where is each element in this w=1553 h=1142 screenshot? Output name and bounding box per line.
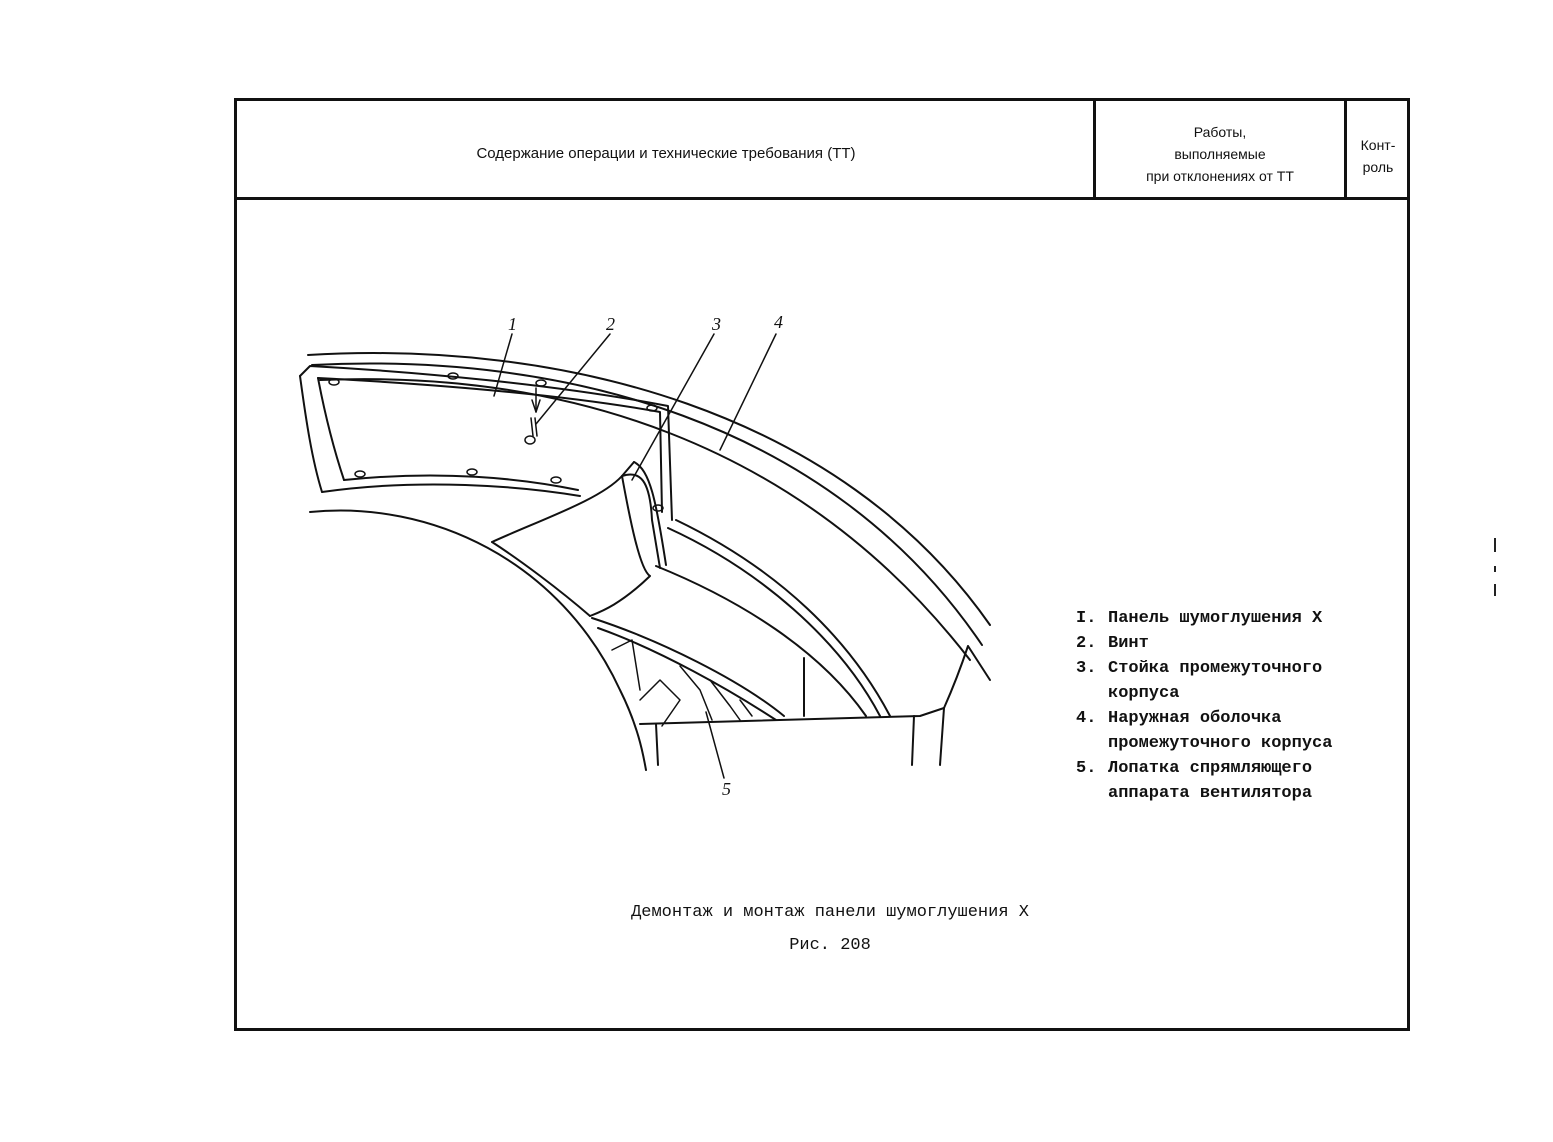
inner-ring-3 [675,519,891,717]
legend: I. Панель шумоглушения Х 2. Винт 3. Стой… [1076,606,1348,806]
legend-num: 3. [1076,659,1097,678]
callout-4: 4 [774,312,783,332]
margin-mark [1494,538,1496,552]
header-work-line-2: выполняемые [1174,146,1266,162]
inner-cover-left [491,541,591,617]
hub-arc [309,509,647,771]
legend-item: I. Панель шумоглушения Х [1076,606,1348,631]
legend-item: 3. Стойка промежуточного корпуса [1076,656,1348,706]
bolt-holes [328,372,664,512]
header-column-divider-2 [1344,101,1347,199]
legend-text: Стойка промежуточного корпуса [1108,659,1323,703]
bottom-strut-2 [911,715,915,766]
legend-text: Лопатка спрямляющего аппарата вентилятор… [1108,759,1313,803]
page-frame: Содержание операции и технические требов… [234,98,1410,1031]
hub-ring-2 [597,627,777,721]
header-control-label: Конт- роль [1347,134,1409,178]
leader-lines [493,333,777,779]
shell-end [943,645,991,709]
header-content-label: Содержание операции и технические требов… [476,145,856,162]
hub-ring-1 [591,617,785,717]
noise-panel-inner-left [317,377,345,481]
callout-1: 1 [508,314,517,334]
header-control-line-1: Конт- [1360,137,1396,153]
noise-panel-inner [317,377,663,513]
figure-caption: Демонтаж и монтаж панели шумоглушения Х [631,903,1029,922]
header-control-line-2: роль [1362,159,1394,175]
legend-num: 5. [1076,759,1097,778]
callout-5: 5 [722,779,731,799]
legend-item: 2. Винт [1076,631,1348,656]
callout-3: 3 [711,314,721,334]
strut-back [633,461,667,566]
screw [524,387,541,445]
bottom-strut-3 [939,707,945,766]
figure-number: Рис. 208 [789,936,871,955]
inner-ring-1 [655,565,867,717]
legend-text: Винт [1108,634,1149,653]
margin-mark [1494,566,1496,572]
strut-top [621,461,635,477]
legend-item: 5. Лопатка спрямляющего аппарата вентиля… [1076,756,1348,806]
header-work-line-1: Работы, [1193,124,1247,140]
header-column-divider-1 [1093,101,1096,199]
legend-item: 4. Наружная оболочка промежуточного корп… [1076,706,1348,756]
inner-ring-2 [667,527,881,717]
noise-panel-outline [299,365,673,521]
bottom-strut-1 [655,723,659,766]
header-divider [237,197,1407,200]
legend-text: Наружная оболочка промежуточного корпуса [1108,709,1333,753]
bottom-rim [639,707,945,725]
strut-front [621,473,661,569]
vane-blades [611,639,753,727]
header-work-line-3: при отклонениях от ТТ [1146,168,1294,184]
header-work-label: Работы, выполняемые при отклонениях от Т… [1095,121,1345,187]
noise-panel-bottom-1 [321,483,581,497]
callout-2: 2 [606,314,615,334]
legend-num: 4. [1076,709,1097,728]
legend-num: 2. [1076,634,1097,653]
margin-mark [1494,584,1496,596]
outer-shell-arc-1 [307,352,991,626]
legend-num: I. [1076,609,1097,628]
outer-shell-arc-3 [319,378,971,661]
inner-cover [491,475,651,617]
outer-shell-arc-2 [311,362,983,646]
noise-panel-bottom-2 [343,474,579,491]
legend-text: Панель шумоглушения Х [1108,609,1323,628]
noise-panel-left-edge [299,375,323,493]
